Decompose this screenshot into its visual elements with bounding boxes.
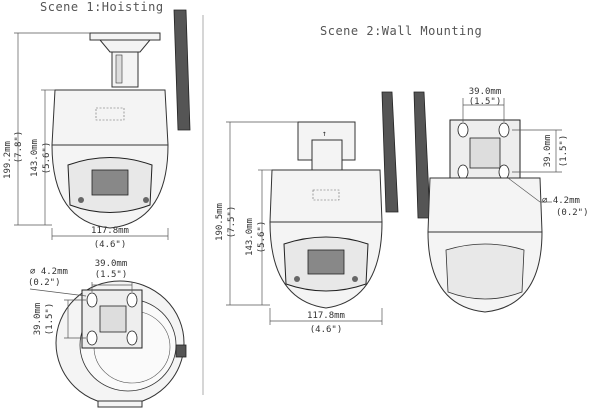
side-hole-spacing-mm-vertical: 39.0mm	[543, 135, 553, 168]
wall-bracket-arm	[311, 139, 343, 171]
width-in: (4.6")	[94, 240, 127, 250]
wall-ir-led-right	[352, 276, 358, 282]
wall-width-in: (4.6")	[310, 325, 343, 335]
camera-front-wall: ↑	[269, 91, 399, 309]
wall-housing-upper	[269, 169, 383, 223]
pole-groove	[115, 54, 123, 84]
side-screw-hole-1	[457, 122, 469, 138]
scene2-width-dim: 117.8mm (4.6")	[269, 308, 383, 335]
hole-spacing-in-bottom: (1.5")	[95, 270, 128, 280]
height-dome-mm: 143.0mm	[30, 139, 40, 177]
ir-led-right	[143, 197, 149, 203]
scene2-title: Scene 2:Wall Mounting	[320, 24, 482, 38]
camera-side-view	[413, 91, 543, 313]
hole-diameter-mm-bottom: ∅ 4.2mm	[30, 267, 68, 277]
hole-spacing-in-side: (1.5")	[45, 303, 55, 336]
side-hole-spacing-mm: 39.0mm	[469, 87, 502, 97]
wall-height-total-mm: 190.5mm	[215, 203, 225, 241]
wall-lens-window	[307, 249, 345, 275]
side-screw-hole-2	[498, 122, 510, 138]
lens-window	[91, 169, 129, 196]
bracket-arrow: ↑	[322, 129, 327, 138]
bottom-connector	[97, 400, 143, 408]
side-screw-hole-3	[457, 164, 469, 180]
wall-speaker-grille	[312, 189, 340, 201]
screw-hole-4	[126, 330, 138, 346]
side-hole-diameter-in: (0.2")	[556, 208, 589, 218]
speaker-grille	[95, 107, 125, 121]
scene2-hole-dims: 39.0mm (1.5") 39.0mm (1.5") ∅ 4.2mm (0.2…	[462, 87, 589, 218]
wall-ir-led-left	[294, 276, 300, 282]
side-screw-hole-4	[498, 164, 510, 180]
height-total-mm: 199.2mm	[3, 141, 13, 179]
hole-spacing-mm-bottom: 39.0mm	[95, 259, 128, 269]
mount-plate-center	[99, 305, 127, 333]
height-total-in: (7.8")	[14, 131, 24, 164]
scene1-hole-dims: 39.0mm (1.5") ∅ 4.2mm (0.2") 39.0mm (1.5…	[28, 259, 133, 339]
screw-hole-2	[126, 292, 138, 308]
width-mm: 117.8mm	[91, 226, 129, 236]
scene1-width-dim: 117.8mm (4.6")	[51, 226, 169, 250]
ir-led-left	[78, 197, 84, 203]
wall-antenna	[381, 91, 399, 213]
side-dome-lens	[445, 243, 525, 300]
antenna-stub	[175, 344, 187, 358]
side-hole-diameter-mm: ∅ 4.2mm	[542, 196, 580, 206]
hole-spacing-mm-side: 39.0mm	[33, 303, 43, 336]
wall-height-total-in: (7.5")	[227, 206, 237, 239]
height-dome-in: (5.6")	[42, 142, 52, 175]
scene1-title: Scene 1:Hoisting	[40, 0, 164, 14]
scene2-height-dims: 190.5mm (7.5") 143.0mm (5.6")	[215, 121, 298, 306]
hole-diameter-in-bottom: (0.2")	[28, 278, 61, 288]
screw-hole-3	[86, 330, 98, 346]
wall-width-mm: 117.8mm	[307, 311, 345, 321]
camera-bottom-view	[55, 280, 187, 408]
camera-front-hoisting	[51, 9, 191, 229]
side-housing-upper	[427, 177, 543, 233]
antenna	[173, 9, 191, 131]
wall-height-dome-mm: 143.0mm	[245, 218, 255, 256]
side-hole-spacing-in: (1.5")	[469, 97, 502, 107]
wall-height-dome-in: (5.6")	[257, 221, 267, 254]
ceiling-bracket	[98, 39, 152, 53]
side-hole-spacing-in-vertical: (1.5")	[559, 135, 569, 168]
side-antenna	[413, 91, 431, 219]
screw-hole-1	[86, 292, 98, 308]
side-plate-center	[469, 137, 501, 169]
housing-upper	[51, 89, 169, 146]
ceiling-plate	[89, 32, 161, 41]
scene1-height-dims: 199.2mm (7.8") 143.0mm (5.6")	[3, 32, 90, 226]
